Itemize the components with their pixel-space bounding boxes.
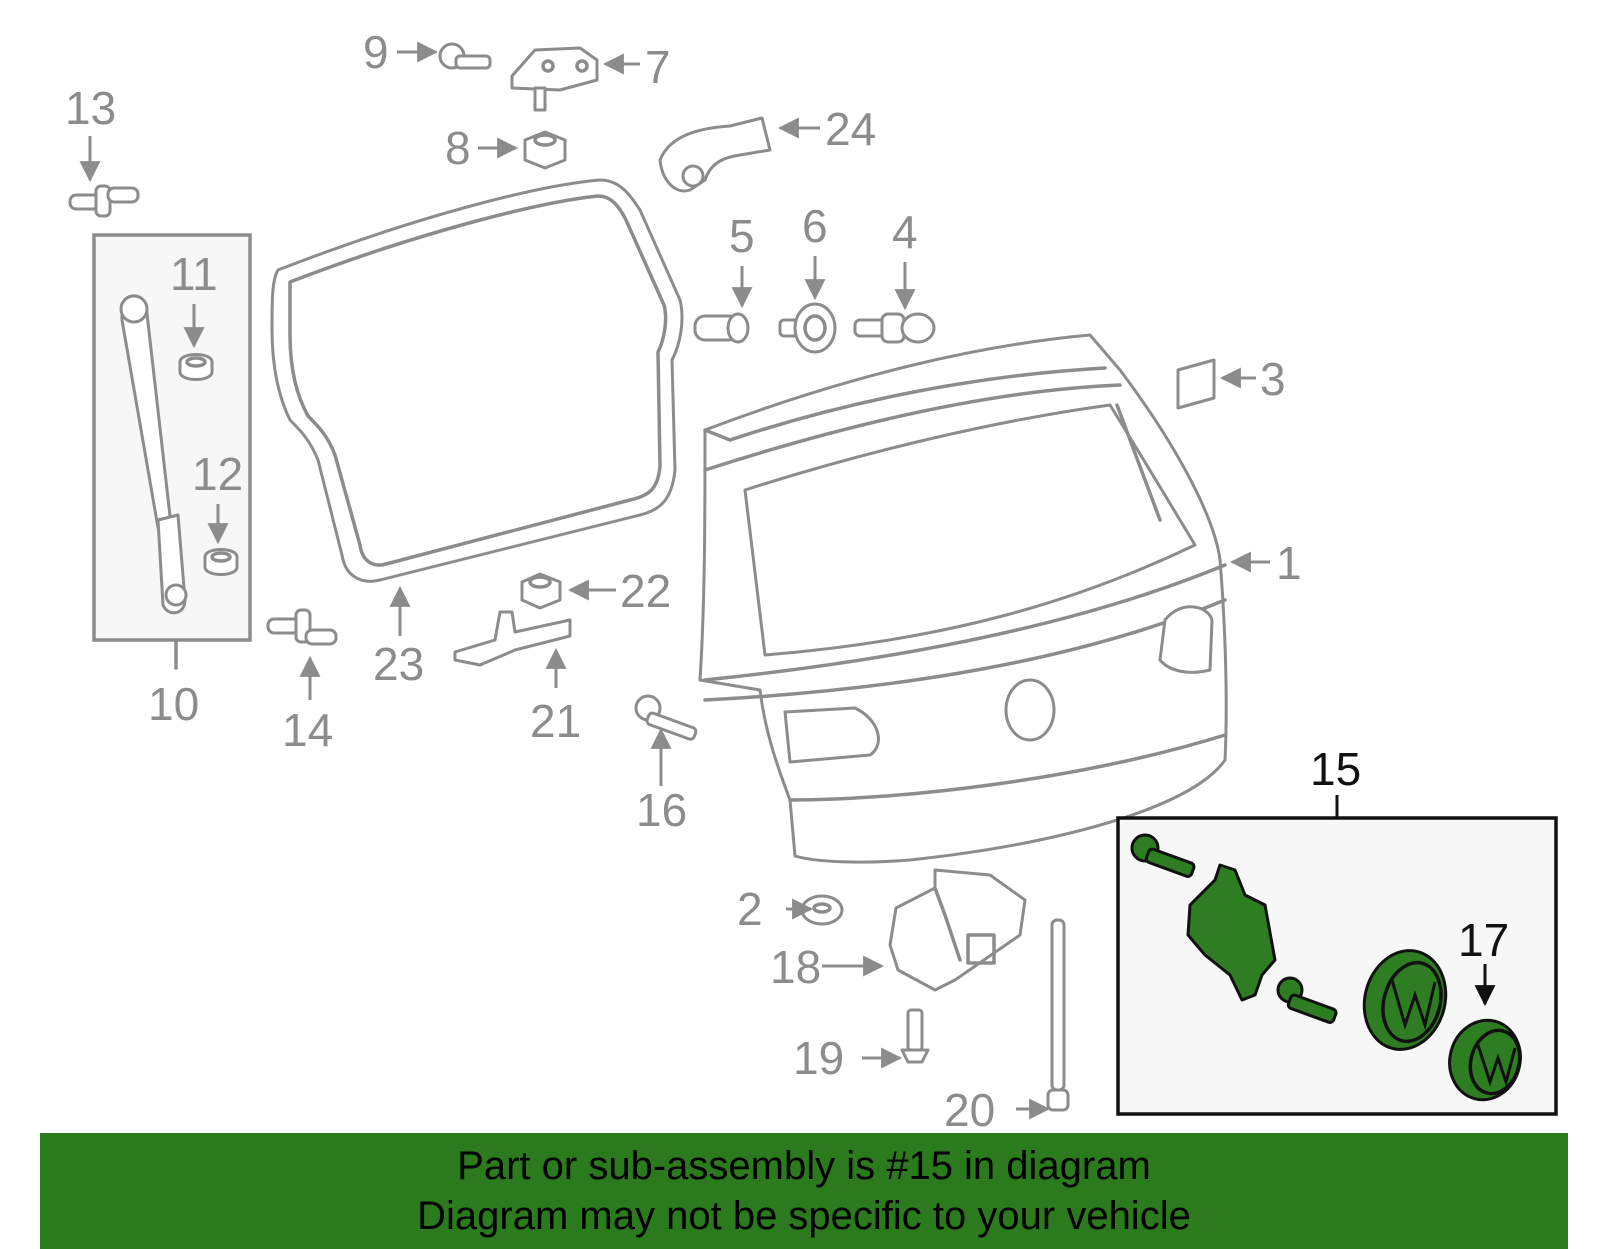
- callout-12: 12: [192, 448, 243, 500]
- latch-actuator-15: [1186, 863, 1277, 1002]
- callout-2: 2: [737, 883, 763, 935]
- ball-stud-14: [266, 608, 338, 646]
- nut-8: [523, 130, 567, 170]
- callout-5: 5: [729, 210, 755, 262]
- callout-24: 24: [825, 103, 876, 155]
- banner-line-1: Part or sub-assembly is #15 in diagram: [457, 1144, 1151, 1188]
- rod-20: [1046, 918, 1070, 1112]
- callout-3: 3: [1260, 353, 1286, 405]
- callout-8: 8: [445, 122, 471, 174]
- callout-6: 6: [802, 200, 828, 252]
- emblem-17: [1448, 1018, 1522, 1102]
- ball-stud-13: [68, 184, 140, 218]
- weatherstrip: [270, 178, 684, 583]
- callout-20: 20: [944, 1084, 995, 1133]
- screw-19: [900, 1008, 930, 1064]
- stop-4: [853, 312, 936, 344]
- callout-15: 15: [1310, 743, 1361, 795]
- callout-7: 7: [645, 41, 671, 93]
- grommet-6: [778, 302, 837, 354]
- sub-assembly-box-15: [1116, 795, 1558, 1116]
- emblem-housing-15: [1362, 949, 1448, 1051]
- bolt-b-15: [1276, 976, 1338, 1024]
- disclaimer-banner: Part or sub-assembly is #15 in diagram D…: [40, 1133, 1568, 1249]
- lift-support-strut: [119, 294, 188, 615]
- liftgate-panel: [698, 333, 1228, 864]
- callout-18: 18: [770, 941, 821, 993]
- callout-23: 23: [373, 638, 424, 690]
- callout-labels: 1 2 3 4 5 6 7 8 9 10 11 12 13 14 15 16 1…: [65, 26, 1509, 1133]
- callout-11: 11: [170, 248, 218, 300]
- nut-22: [520, 572, 562, 610]
- parts-diagram: 1 2 3 4 5 6 7 8 9 10 11 12 13 14 15 16 1…: [65, 26, 1558, 1133]
- callout-22: 22: [620, 565, 671, 617]
- callout-9: 9: [363, 26, 389, 78]
- clip-11: [178, 353, 214, 381]
- bushing-5: [693, 312, 750, 344]
- bolt-a-15: [1130, 833, 1196, 878]
- callout-16: 16: [636, 784, 687, 836]
- pad-3: [1176, 358, 1216, 410]
- callout-13: 13: [65, 82, 116, 134]
- clip-12: [203, 548, 239, 576]
- bracket-21: [453, 610, 572, 667]
- banner-line-2: Diagram may not be specific to your vehi…: [417, 1194, 1191, 1238]
- latch-bracket-18: [888, 868, 1027, 992]
- wiring-conduit-24: [658, 116, 772, 193]
- callout-21: 21: [530, 695, 581, 747]
- leader-arrows: [79, 41, 1496, 1120]
- strut-box: [92, 233, 252, 670]
- callout-1: 1: [1276, 537, 1302, 589]
- callout-17: 17: [1458, 914, 1509, 966]
- callout-14: 14: [282, 704, 333, 756]
- callout-10: 10: [148, 678, 199, 730]
- hinge-7: [510, 46, 599, 112]
- callout-19: 19: [793, 1032, 844, 1084]
- callout-4: 4: [892, 206, 918, 258]
- bolt-16: [634, 694, 698, 741]
- bolt-9: [438, 42, 492, 70]
